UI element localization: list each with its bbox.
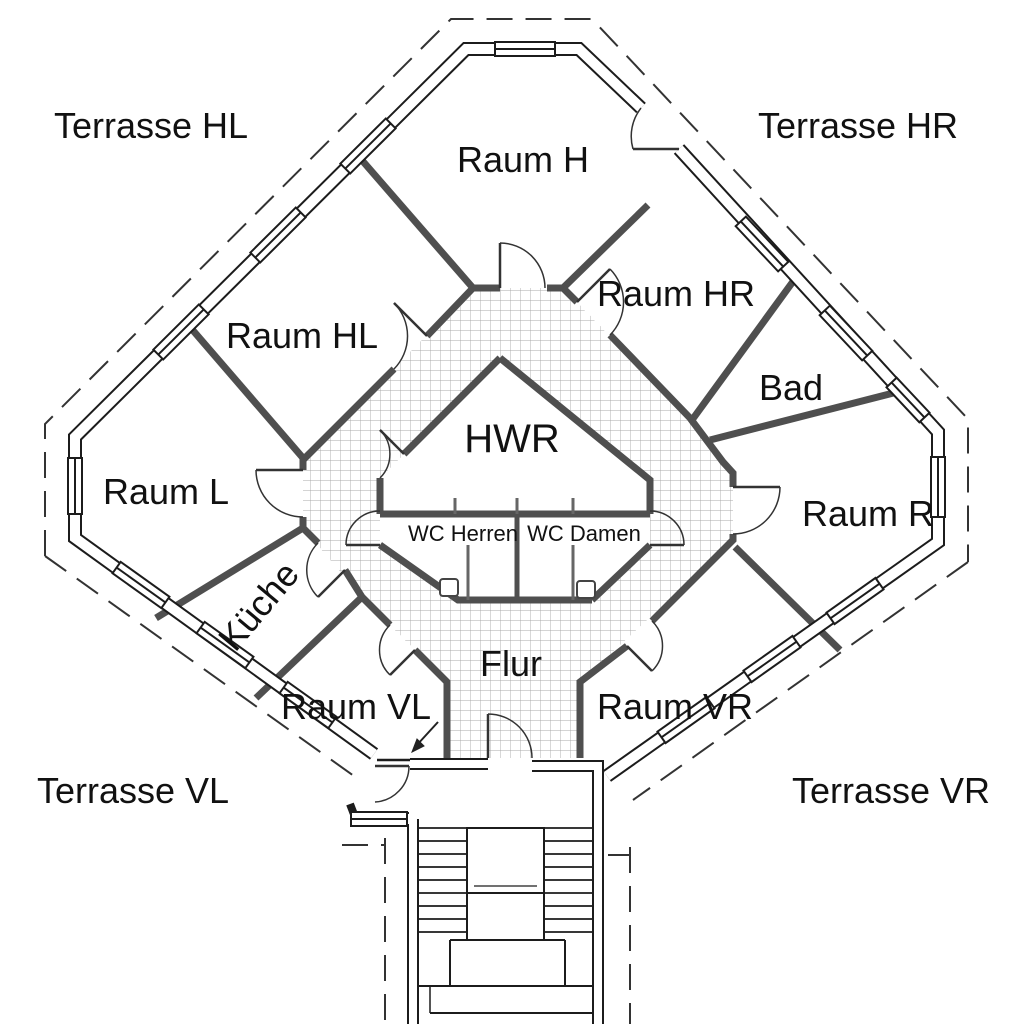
label-terrasse-hl: Terrasse HL bbox=[54, 105, 248, 146]
window bbox=[930, 456, 946, 518]
wc-stall-partitions bbox=[466, 545, 575, 600]
hwr-wall-stubs bbox=[453, 498, 575, 514]
wall-vr-r bbox=[732, 544, 843, 653]
doors bbox=[255, 107, 781, 803]
label-terrasse-vr: Terrasse VR bbox=[792, 770, 990, 811]
label-raum-hr: Raum HR bbox=[597, 273, 755, 314]
door-raum-hr bbox=[576, 268, 625, 336]
core-hwr-walls bbox=[376, 355, 654, 518]
stair-steps bbox=[419, 827, 592, 933]
terrace-outline-entry-right bbox=[608, 847, 631, 1024]
window bbox=[494, 41, 556, 57]
door-wc-damen bbox=[649, 510, 685, 547]
label-raum-hl: Raum HL bbox=[226, 315, 378, 356]
wall-hl-l bbox=[187, 324, 306, 461]
window bbox=[825, 576, 885, 626]
door-wc-herren bbox=[345, 510, 381, 547]
label-raum-h: Raum H bbox=[457, 139, 589, 180]
label-terrasse-hr: Terrasse HR bbox=[758, 105, 958, 146]
window bbox=[350, 811, 408, 827]
window bbox=[885, 376, 931, 424]
terrace-outline-lower-left bbox=[44, 555, 355, 777]
wc-fixtures bbox=[439, 578, 596, 599]
window bbox=[734, 215, 790, 273]
label-flur: Flur bbox=[480, 643, 542, 684]
terrace-boundary-dashed bbox=[44, 18, 969, 1024]
entry-arrow bbox=[411, 721, 439, 754]
window bbox=[338, 117, 398, 175]
corridor-boundary bbox=[299, 284, 737, 758]
wall-hl-h bbox=[357, 155, 476, 291]
door-entrance-flur bbox=[486, 713, 533, 759]
terrace-outline-lower-right bbox=[632, 561, 969, 801]
window bbox=[656, 695, 716, 745]
door-hwr bbox=[379, 429, 405, 479]
stair-well-box bbox=[466, 827, 545, 941]
door-raum-vl bbox=[378, 624, 416, 676]
wc-partitions bbox=[453, 498, 575, 600]
door-terrace-raum-h bbox=[630, 107, 679, 151]
windows bbox=[67, 41, 946, 745]
door-raum-h bbox=[498, 242, 546, 289]
door-raum-hl bbox=[393, 302, 428, 370]
door-kueche bbox=[305, 542, 346, 598]
wall-bad-r bbox=[709, 386, 906, 444]
vestibule-right-wall-inner bbox=[532, 762, 602, 1024]
label-raum-r: Raum R bbox=[802, 493, 934, 534]
window bbox=[195, 620, 255, 670]
window bbox=[742, 634, 802, 684]
label-wc-herren: WC Herren bbox=[408, 521, 518, 546]
corridor-hatch bbox=[303, 288, 733, 758]
label-raum-l: Raum L bbox=[103, 471, 229, 512]
terrace-outline-upper bbox=[44, 18, 969, 562]
window bbox=[67, 457, 83, 515]
door-vestibule-side bbox=[374, 764, 410, 803]
label-terrasse-vl: Terrasse VL bbox=[37, 770, 229, 811]
wall-l-kueche bbox=[154, 525, 305, 621]
door-raum-r bbox=[732, 485, 781, 535]
wall-h-hr bbox=[560, 202, 651, 291]
door-raum-l bbox=[255, 468, 304, 518]
window bbox=[278, 680, 338, 730]
toilet-herren bbox=[439, 578, 459, 597]
window bbox=[248, 206, 308, 264]
window bbox=[151, 303, 211, 361]
label-raum-vr: Raum VR bbox=[597, 686, 753, 727]
label-wc-damen: WC Damen bbox=[527, 521, 641, 546]
stair-flight-left bbox=[419, 827, 467, 933]
label-raum-vl: Raum VL bbox=[281, 686, 431, 727]
wall-hr-bad bbox=[689, 273, 800, 423]
door-raum-vr bbox=[626, 620, 664, 672]
core-wc-walls bbox=[377, 542, 653, 604]
terrace-outline-entry-left bbox=[342, 838, 386, 1024]
label-hwr: HWR bbox=[464, 417, 560, 461]
window bbox=[111, 560, 171, 610]
staircase-block bbox=[350, 721, 604, 1024]
stair-landing bbox=[419, 939, 592, 1014]
stair-flight-right bbox=[544, 827, 592, 933]
label-bad: Bad bbox=[759, 367, 823, 408]
window bbox=[818, 304, 874, 362]
stair-well bbox=[466, 827, 545, 941]
toilet-damen bbox=[576, 580, 596, 599]
